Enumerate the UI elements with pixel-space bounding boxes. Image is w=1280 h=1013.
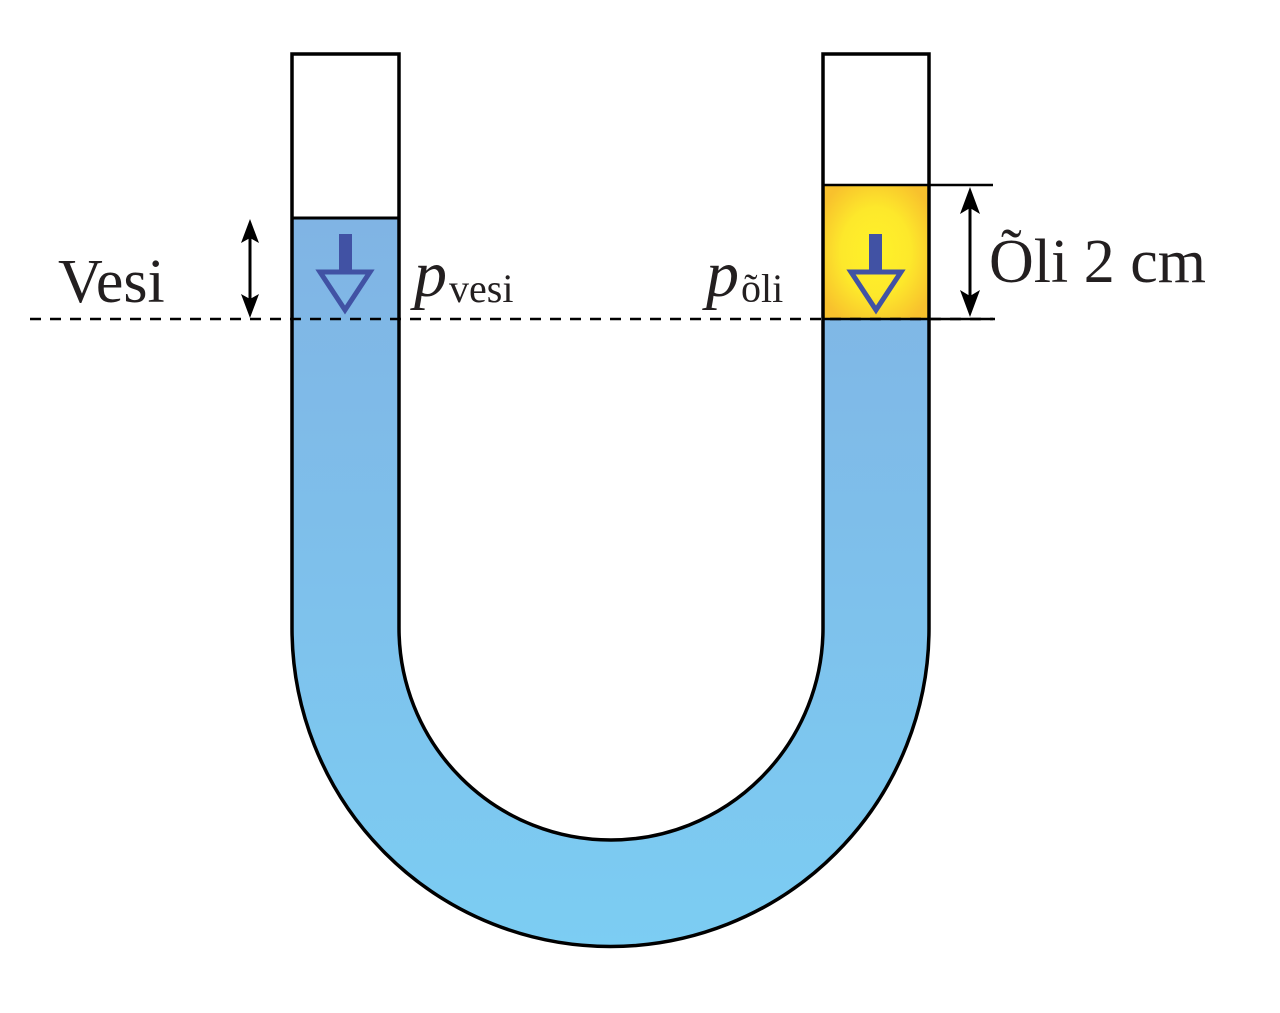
oil-pressure-arrow-icon <box>846 234 906 315</box>
water-pressure-label: pvesi <box>410 238 513 311</box>
oil-pressure-label: põli <box>702 238 783 311</box>
oil-pressure-symbol: p <box>702 238 739 311</box>
oil-label: Õli 2 cm <box>989 228 1206 296</box>
water-label: Vesi <box>58 248 165 316</box>
water-pressure-subscript: vesi <box>449 266 513 311</box>
water-fill <box>292 218 929 947</box>
height-arrow-icon <box>241 219 259 318</box>
oil-pressure-subscript: õli <box>741 266 783 311</box>
u-tube-outline <box>290 52 931 949</box>
water-pressure-symbol: p <box>410 238 447 311</box>
pressure-arrow-icon <box>315 234 375 315</box>
oil-height-arrow-icon <box>960 187 980 317</box>
